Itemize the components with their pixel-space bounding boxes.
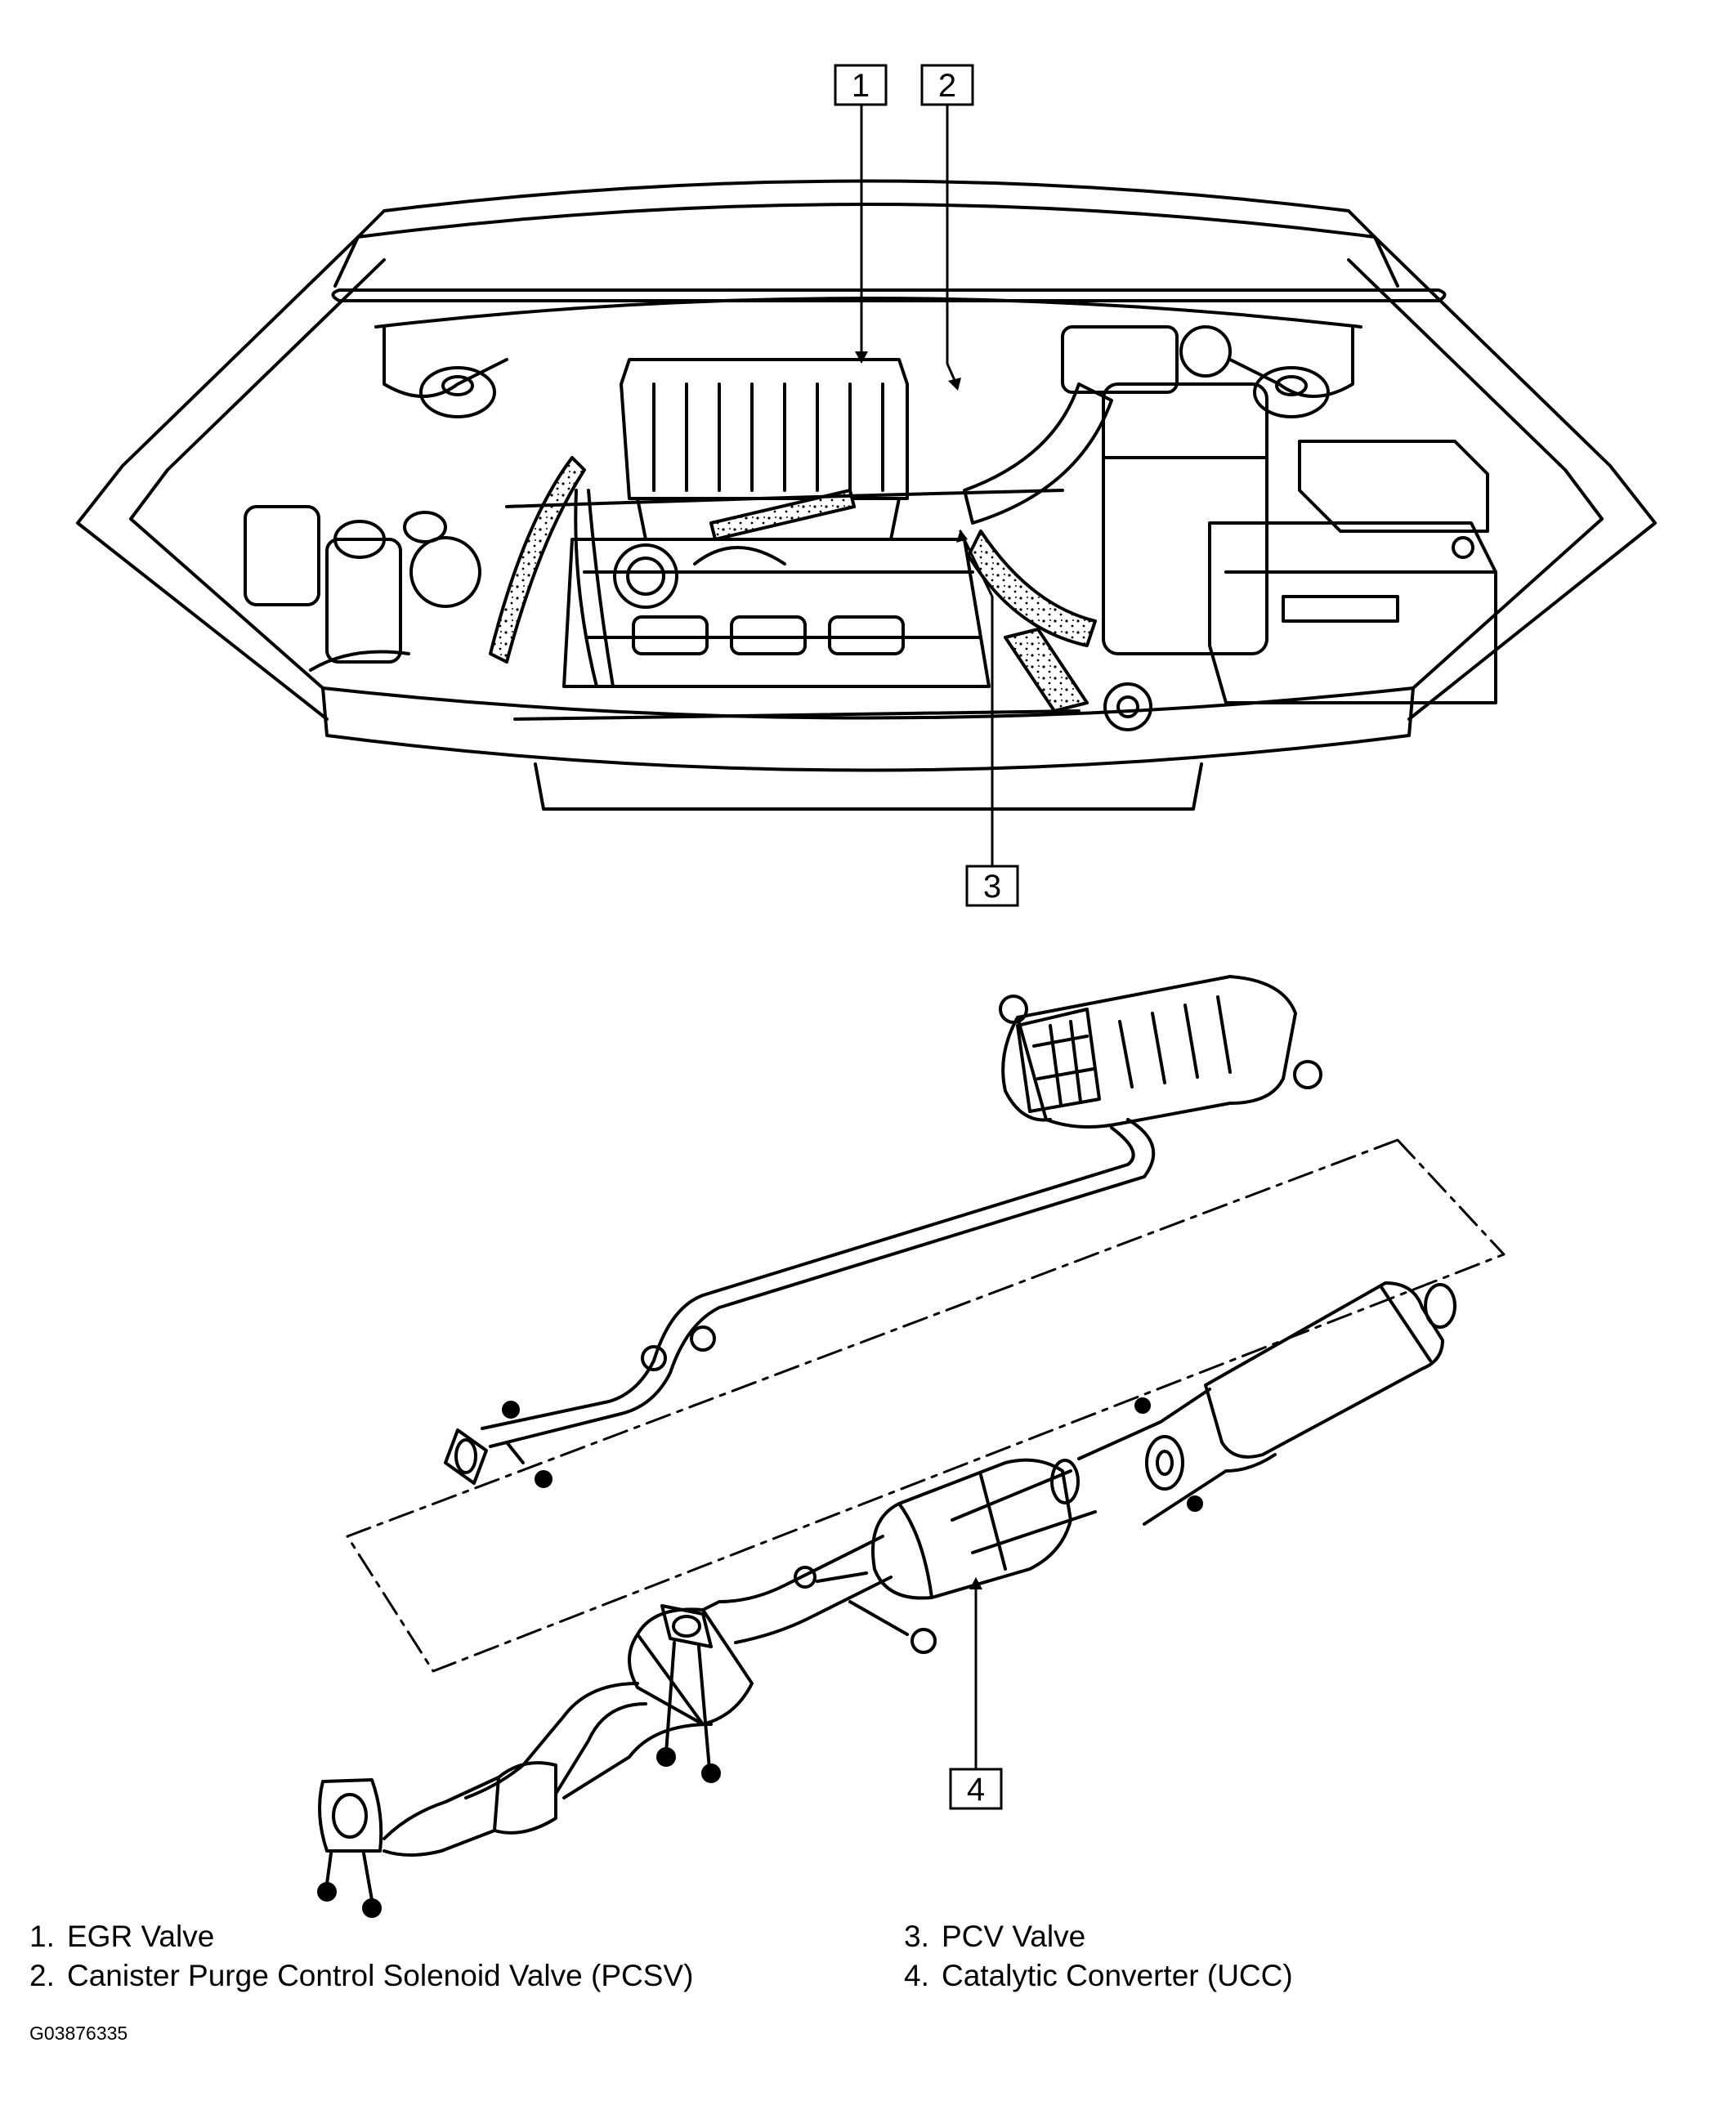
front-flange: [444, 1428, 488, 1485]
muffler-outlet-grille: [1016, 1008, 1101, 1113]
legend-item-egr-valve: 1. EGR Valve: [29, 1917, 693, 1956]
legend-label: EGR Valve: [67, 1920, 215, 1953]
callout-4: 4: [949, 1768, 1003, 1810]
legend-label: Canister Purge Control Solenoid Valve (P…: [67, 1959, 694, 1992]
front-y-pipe: [464, 1682, 639, 1799]
legend-label: PCV Valve: [942, 1920, 1086, 1953]
air-cleaner: [1102, 382, 1268, 655]
battery: [1208, 521, 1497, 704]
callout-2: 2: [920, 64, 974, 106]
insulated-hose-right: [967, 530, 1097, 647]
left-fender: [76, 235, 360, 721]
legend-label: Catalytic Converter (UCC): [942, 1959, 1293, 1992]
center-muffler: [1204, 1281, 1444, 1459]
callout-4-number: 4: [967, 1772, 985, 1808]
engine-bay-illustration: [76, 179, 1657, 811]
front-bumper: [321, 686, 1415, 772]
intake-plenum: [620, 358, 909, 500]
legend-left-column: 1. EGR Valve 2. Canister Purge Control Sol…: [29, 1917, 693, 1996]
right-strut-tower: [1253, 366, 1330, 418]
front-pipe-flange: [318, 1778, 383, 1853]
valve-cover: [562, 538, 991, 688]
rear-muffler: [1016, 975, 1297, 1129]
manifold-flange-upper: [660, 1604, 713, 1648]
front-resonator: [636, 1607, 754, 1726]
catalytic-converter: [871, 1458, 1072, 1600]
legend-right-column: 3. PCV Valve 4. Catalytic Converter (UCC): [904, 1917, 1293, 1996]
legend-number: 1.: [29, 1920, 55, 1953]
callout-1: 1: [834, 64, 888, 106]
legend-number: 3.: [904, 1920, 929, 1953]
callout-3: 3: [965, 865, 1019, 907]
callout-3-number: 3: [983, 869, 1001, 905]
figure-id: G03876335: [29, 2023, 128, 2044]
air-intake-duct: [963, 382, 1113, 525]
washer-reservoir: [244, 505, 320, 606]
center-flange: [1145, 1435, 1184, 1491]
insulated-hose-left: [489, 456, 586, 664]
radiator-cap: [1103, 682, 1152, 731]
pre-catalyst: [493, 1761, 557, 1835]
callout-leaders: [860, 103, 994, 1777]
fuse-box: [1298, 440, 1489, 533]
left-strut-tower: [419, 366, 496, 418]
center-pipe: [489, 1118, 1156, 1448]
legend-item-pcv-valve: 3. PCV Valve: [904, 1917, 1293, 1956]
legend-item-pcsv: 2. Canister Purge Control Solenoid Valve …: [29, 1956, 693, 1996]
hood: [356, 179, 1376, 239]
right-fender: [1373, 235, 1657, 721]
exhaust-system-illustration: [317, 975, 1506, 1918]
legend-number: 2.: [29, 1959, 55, 1992]
callout-1-number: 1: [852, 68, 870, 104]
callout-2-number: 2: [938, 68, 956, 104]
legend-item-catalytic-converter: 4. Catalytic Converter (UCC): [904, 1956, 1293, 1996]
exploded-view-boundary: [346, 1138, 1506, 1673]
oil-filler-cap: [613, 543, 678, 609]
legend-number: 4.: [904, 1959, 929, 1992]
